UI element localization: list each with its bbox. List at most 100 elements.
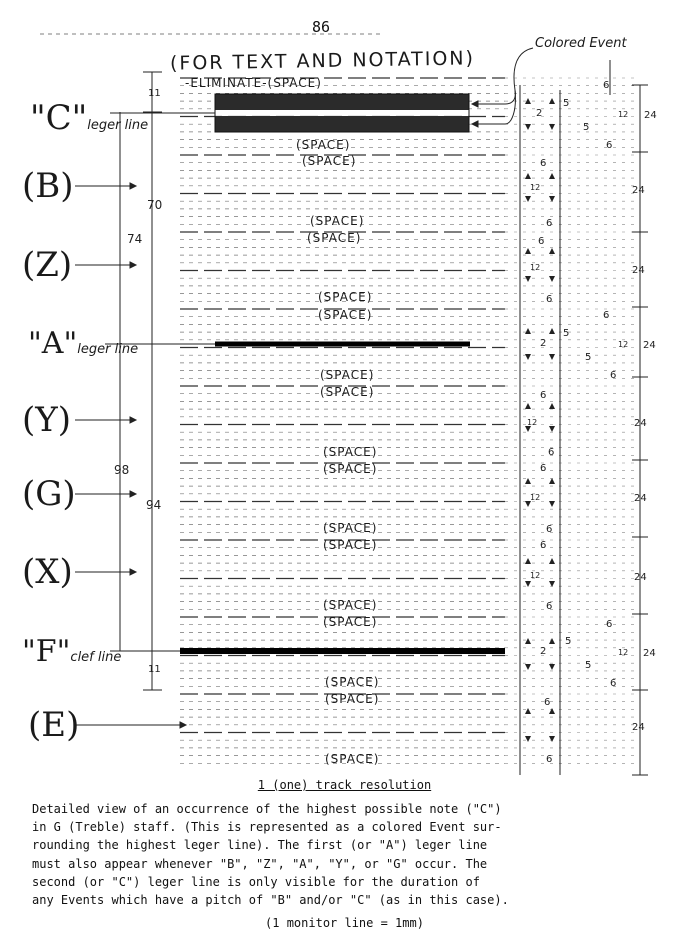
arrow-tick [549,736,555,742]
num-2: 2 [536,108,543,119]
arrow-tick [549,196,555,202]
arrow-tick [549,708,555,714]
label-y: (Y) [22,400,71,440]
space-label: (SPACE) [296,138,351,152]
arrow-tick [549,248,555,254]
num-6: 6 [540,463,547,474]
right-tick-marks [525,98,555,742]
arrow-tick [549,173,555,179]
arrow-tick [525,736,531,742]
space-label: (SPACE) [325,752,380,766]
num-6: 6 [546,601,553,612]
caption-line: second (or "C") leger line is only visib… [32,874,480,889]
num-6: 6 [538,236,545,247]
space-label: (SPACE) [318,308,373,322]
num-12: 12 [530,263,541,272]
num-5: 5 [565,636,572,647]
space-label: (SPACE) [323,462,378,476]
arrow-tick [549,124,555,130]
num-6: 6 [546,218,553,229]
label-f-letter: "F" [22,634,71,669]
arrow-tick [549,478,555,484]
num-12: 12 [527,418,538,427]
arrow-tick [525,98,531,104]
space-label: (SPACE) [320,385,375,399]
caption-body: Detailed view of an occurrence of the hi… [32,800,672,909]
caption-line: in G (Treble) staff. (This is represente… [32,820,502,835]
num-6: 6 [540,158,547,169]
space-label: (SPACE) [310,214,365,228]
num-6: 6 [546,754,553,765]
arrow-tick [549,403,555,409]
arrow-tick [525,328,531,334]
space-label: (SPACE) [323,538,378,552]
num-6: 6 [610,678,617,689]
space-label: (SPACE) [302,154,357,168]
num-6: 6 [540,390,547,401]
space-label: (SPACE) [323,615,378,629]
num-5: 5 [583,122,590,133]
space-label: (SPACE) [325,692,380,706]
space-label: (SPACE) [320,368,375,382]
arrow-tick [549,354,555,360]
arrow-tick [525,708,531,714]
num-24: 24 [632,722,645,733]
caption-footer: (1 monitor line = 1mm) [265,916,424,930]
caption-line: any Events which have a pitch of "B" and… [32,893,509,908]
arrow-tick [525,501,531,507]
arrow-tick [549,558,555,564]
num-6: 6 [546,294,553,305]
space-label: (SPACE) [323,598,378,612]
num-5: 5 [563,328,570,339]
label-f-clef-line: "F"clef line [22,634,121,669]
num-24: 24 [643,648,656,659]
space-label: (SPACE) [325,675,380,689]
num-12: 12 [530,493,541,502]
arrow-tick [525,638,531,644]
label-c-leger-line: "C"leger line [30,98,148,138]
num-6: 6 [606,619,613,630]
label-b: (B) [22,166,74,206]
arrow-tick [549,664,555,670]
left-dimension-lines [110,71,162,691]
eliminate-space-label: -ELIMINATE-(SPACE) [185,76,322,90]
arrow-tick [549,581,555,587]
arrow-tick [525,478,531,484]
num-24: 24 [644,110,657,121]
num-6: 6 [610,370,617,381]
label-arrows [75,112,215,729]
arrow-tick [549,501,555,507]
num-2: 2 [540,646,547,657]
label-e: (E) [28,705,80,745]
space-label: (SPACE) [323,521,378,535]
right-measurement-column [519,60,648,776]
caption-line: must also appear whenever "B", "Z", "A",… [32,856,488,871]
label-f-text: clef line [70,650,122,665]
num-6: 6 [544,697,551,708]
arrow-tick [525,403,531,409]
dim-70: 70 [147,198,163,212]
num-2: 2 [540,338,547,349]
arrow-tick [525,124,531,130]
num-24: 24 [634,572,647,583]
dim-98: 98 [114,463,130,477]
num-24: 24 [634,418,647,429]
arrow-tick [549,98,555,104]
num-6: 6 [606,140,613,151]
dim-11-bottom: 11 [148,664,161,675]
arrow-tick [549,638,555,644]
space-label: (SPACE) [318,290,373,304]
arrow-tick [549,276,555,282]
label-z: (Z) [22,245,73,285]
num-6: 6 [540,540,547,551]
num-6: 6 [546,524,553,535]
page-number: 86 [312,18,331,36]
label-c-letter: "C" [30,98,88,138]
arrow-tick [525,173,531,179]
space-label: (SPACE) [323,445,378,459]
dim-11-top: 11 [148,88,161,99]
label-a-letter: "A" [28,326,78,361]
arrow-tick [525,558,531,564]
num-12: 12 [618,648,629,657]
